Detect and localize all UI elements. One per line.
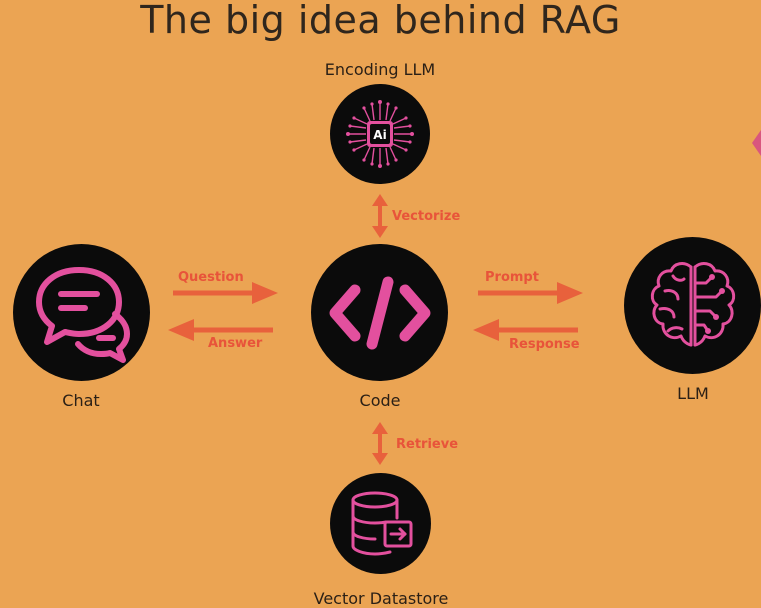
ai-chip-text: Ai (373, 128, 386, 142)
llm-label: LLM (677, 384, 709, 403)
code-brackets-icon (329, 276, 430, 349)
answer-arrow (168, 319, 273, 341)
encoding-llm-label: Encoding LLM (324, 60, 436, 79)
vector-datastore-label: Vector Datastore (313, 589, 449, 608)
vector-datastore-node (330, 473, 431, 574)
prompt-label: Prompt (485, 270, 539, 285)
encoding-llm-node: Ai (330, 84, 430, 184)
chat-node (13, 244, 150, 381)
code-node (311, 244, 448, 381)
brain-icon (650, 261, 735, 346)
ai-chip-icon: Ai (346, 100, 414, 168)
chat-bubbles-icon (35, 266, 130, 363)
chat-label: Chat (62, 391, 100, 410)
database-icon (351, 491, 412, 555)
diagram-title: The big idea behind RAG (140, 0, 621, 42)
llm-node (624, 237, 761, 374)
answer-label: Answer (208, 336, 263, 351)
code-label: Code (359, 391, 401, 410)
vectorize-arrow (372, 194, 388, 238)
retrieve-arrow (372, 422, 388, 465)
vectorize-label: Vectorize (392, 209, 461, 224)
question-arrow (173, 282, 278, 304)
response-label: Response (509, 337, 580, 352)
response-arrow (473, 319, 578, 341)
question-label: Question (178, 270, 244, 285)
edge-shape (752, 130, 761, 156)
retrieve-label: Retrieve (396, 437, 459, 452)
prompt-arrow (478, 282, 583, 304)
